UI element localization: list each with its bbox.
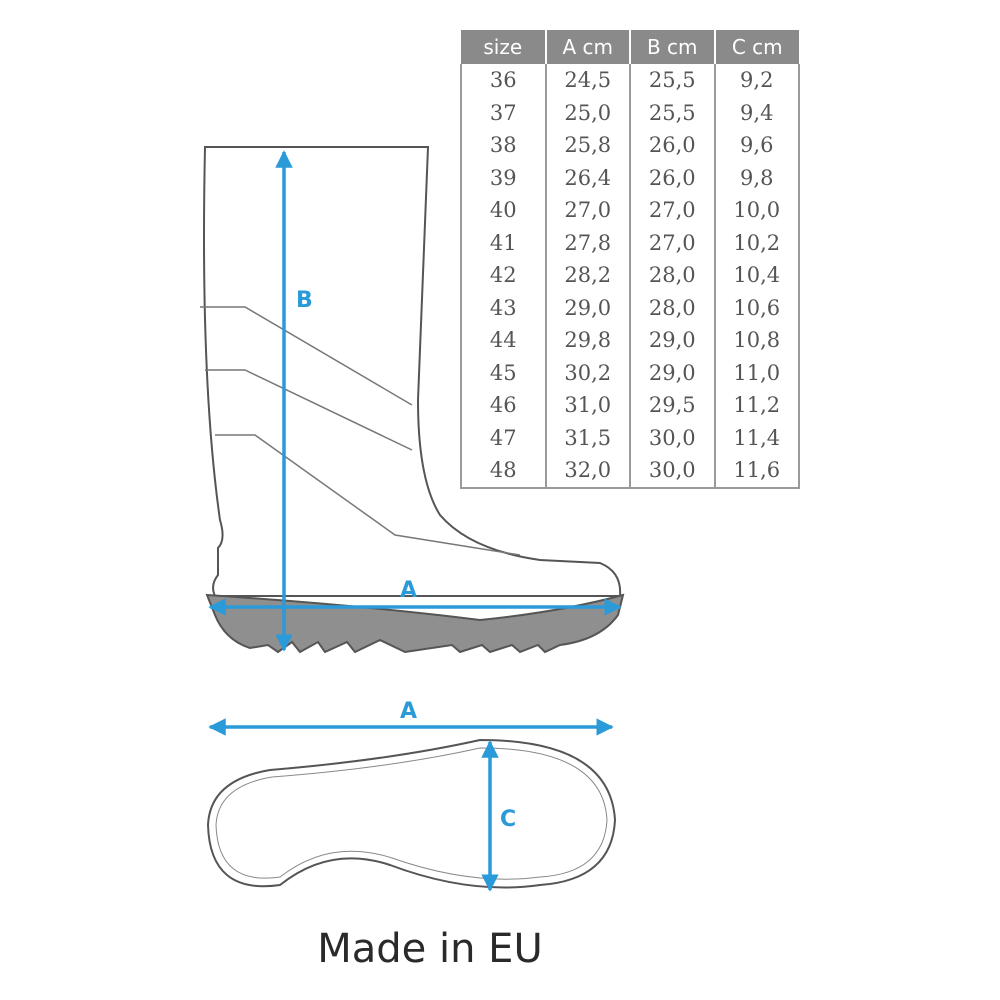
cell-size: 48 <box>460 454 546 489</box>
cell-c-cm: 11,2 <box>713 389 800 422</box>
cell-c-cm: 10,6 <box>713 291 800 324</box>
cell-c-cm: 9,6 <box>713 129 800 162</box>
dimension-a-side-label: A <box>400 578 417 603</box>
cell-a-cm: 30,2 <box>544 356 630 389</box>
cell-a-cm: 24,5 <box>544 64 630 97</box>
cell-size: 46 <box>460 389 546 422</box>
boot-stripe-2 <box>205 369 413 451</box>
cell-b-cm: 28,0 <box>629 259 715 292</box>
cell-c-cm: 10,0 <box>713 194 800 227</box>
cell-a-cm: 25,8 <box>544 129 630 162</box>
boot-stripe-3 <box>215 434 521 556</box>
cell-c-cm: 9,2 <box>713 64 800 97</box>
dimension-a-sole-label: A <box>400 699 417 724</box>
cell-b-cm: 29,0 <box>629 324 715 357</box>
cell-b-cm: 25,5 <box>629 96 715 129</box>
cell-size: 41 <box>460 226 546 259</box>
header-b-cm: B cm <box>629 30 715 64</box>
cell-a-cm: 31,5 <box>544 421 630 454</box>
dimension-c-label: C <box>500 807 516 832</box>
cell-a-cm: 32,0 <box>544 454 630 489</box>
cell-size: 42 <box>460 259 546 292</box>
cell-b-cm: 25,5 <box>629 64 715 97</box>
header-c-cm: C cm <box>713 30 799 64</box>
cell-size: 40 <box>460 194 546 227</box>
size-table-header: size A cm B cm C cm <box>461 30 799 64</box>
cell-c-cm: 11,4 <box>713 421 800 454</box>
cell-c-cm: 9,4 <box>713 96 800 129</box>
cell-b-cm: 27,0 <box>629 226 715 259</box>
cell-size: 39 <box>460 161 546 194</box>
cell-a-cm: 26,4 <box>544 161 630 194</box>
cell-c-cm: 10,2 <box>713 226 800 259</box>
cell-b-cm: 30,0 <box>629 421 715 454</box>
cell-c-cm: 10,8 <box>713 324 800 357</box>
dimension-b-label: B <box>296 288 313 313</box>
sole-inner-outline <box>215 747 608 880</box>
sole-top-view <box>206 738 617 889</box>
cell-b-cm: 28,0 <box>629 291 715 324</box>
cell-c-cm: 9,8 <box>713 161 800 194</box>
made-in-label: Made in EU <box>317 926 543 972</box>
cell-a-cm: 25,0 <box>544 96 630 129</box>
cell-b-cm: 26,0 <box>629 161 715 194</box>
cell-a-cm: 27,0 <box>544 194 630 227</box>
cell-c-cm: 10,4 <box>713 259 800 292</box>
cell-c-cm: 11,6 <box>713 454 800 489</box>
cell-a-cm: 29,0 <box>544 291 630 324</box>
boot-sole <box>205 593 625 654</box>
cell-size: 45 <box>460 356 546 389</box>
header-a-cm: A cm <box>544 30 630 64</box>
cell-c-cm: 11,0 <box>713 356 800 389</box>
cell-a-cm: 27,8 <box>544 226 630 259</box>
header-size: size <box>461 30 546 64</box>
cell-size: 47 <box>460 421 546 454</box>
cell-a-cm: 28,2 <box>544 259 630 292</box>
cell-b-cm: 26,0 <box>629 129 715 162</box>
cell-b-cm: 29,0 <box>629 356 715 389</box>
cell-b-cm: 30,0 <box>629 454 715 489</box>
cell-size: 36 <box>460 64 546 97</box>
cell-b-cm: 29,5 <box>629 389 715 422</box>
sole-outline <box>206 738 617 889</box>
cell-size: 44 <box>460 324 546 357</box>
cell-b-cm: 27,0 <box>629 194 715 227</box>
cell-size: 43 <box>460 291 546 324</box>
cell-a-cm: 29,8 <box>544 324 630 357</box>
cell-size: 37 <box>460 96 546 129</box>
boot-stripe-1 <box>200 306 413 406</box>
cell-a-cm: 31,0 <box>544 389 630 422</box>
cell-size: 38 <box>460 129 546 162</box>
